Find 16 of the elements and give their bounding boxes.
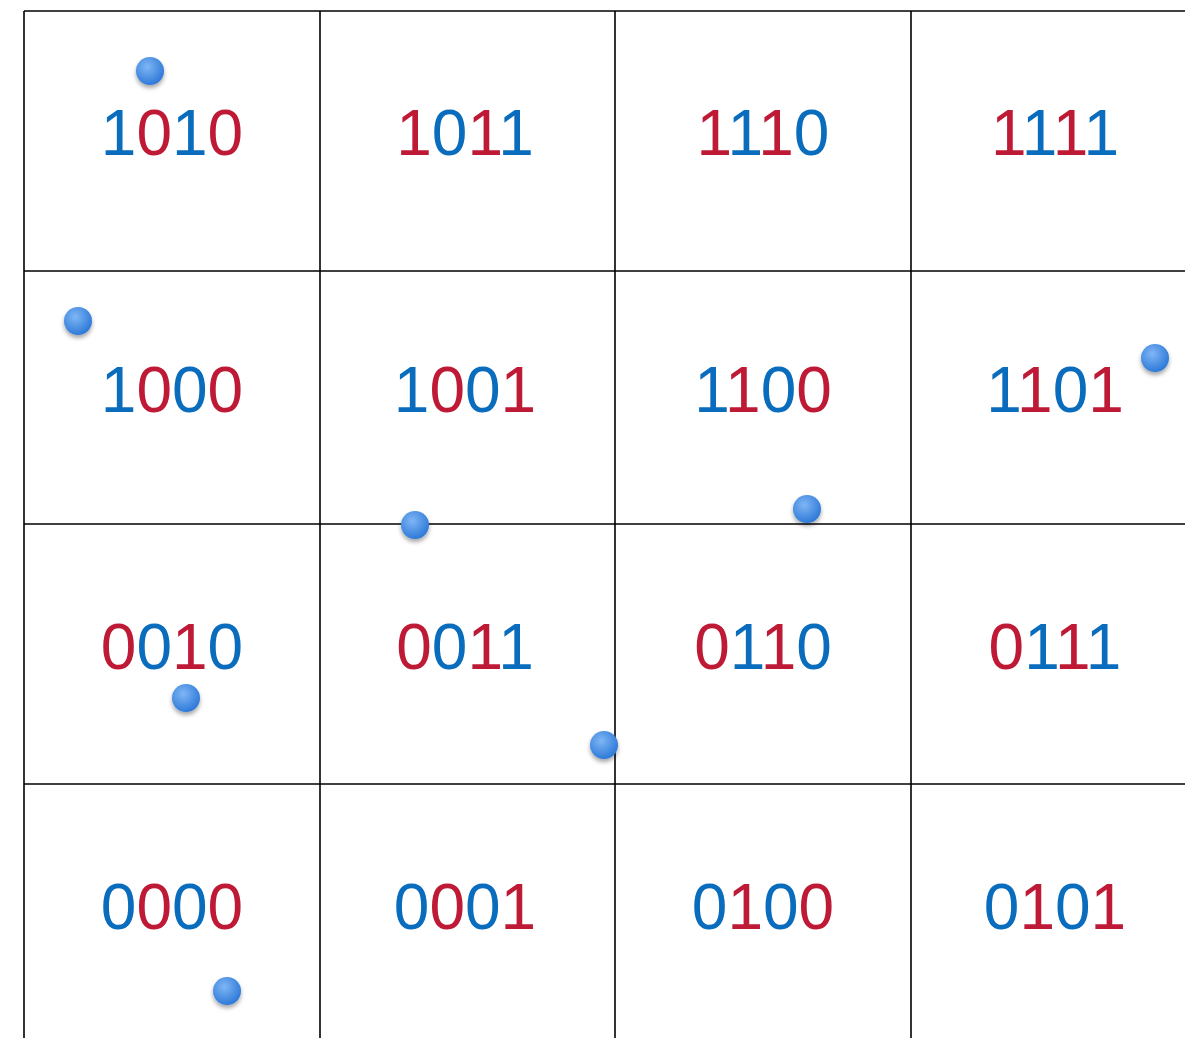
bit-code: 0001	[393, 875, 537, 939]
bit-code: 0011	[396, 615, 534, 679]
bit-code: 0111	[988, 615, 1122, 679]
bit-code: 1110	[696, 101, 830, 165]
bit-code: 0100	[691, 875, 835, 939]
bit-code: 0010	[100, 615, 244, 679]
bit-code: 1101	[986, 358, 1124, 422]
bit-code: 1000	[100, 358, 244, 422]
bit-code: 1011	[396, 101, 534, 165]
bit-code: 0000	[100, 875, 244, 939]
bit-code: 1100	[694, 358, 832, 422]
bit-code: 1010	[100, 101, 244, 165]
bit-code: 0110	[694, 615, 832, 679]
bit-code: 0101	[983, 875, 1127, 939]
bit-code: 1111	[990, 101, 1120, 165]
bit-code: 1001	[393, 358, 537, 422]
